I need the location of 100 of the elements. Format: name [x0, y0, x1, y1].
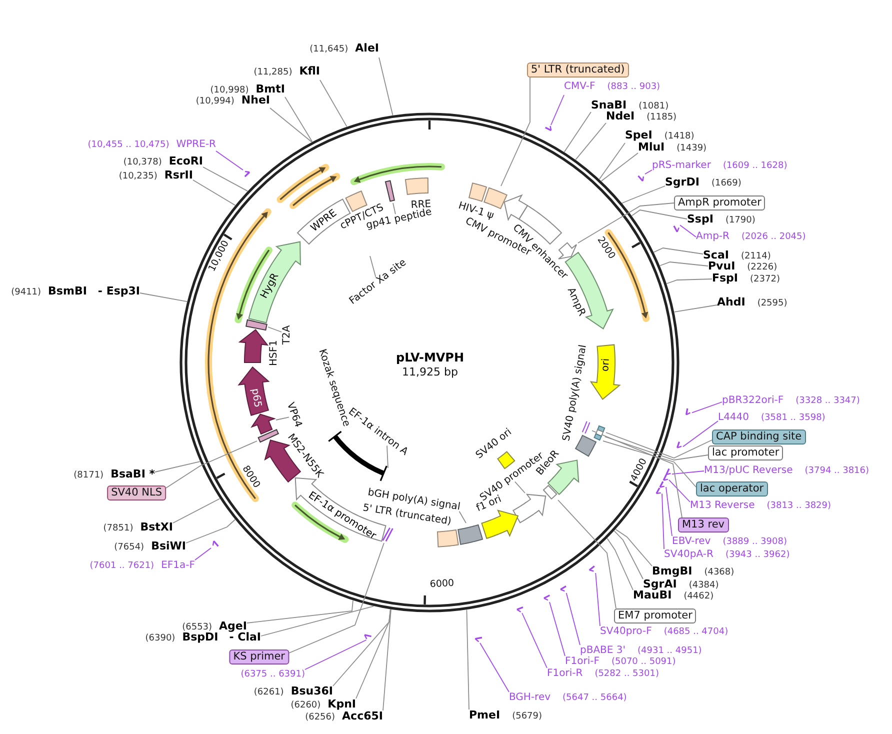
leader-line	[622, 186, 666, 204]
enzyme-name: BsiWI	[151, 540, 186, 552]
primer-range: (3328 .. 3347)	[796, 396, 860, 407]
enzyme-name: SgrAI	[643, 578, 677, 590]
cut-position: (4462)	[684, 592, 714, 602]
cut-position: (4384)	[688, 580, 719, 592]
primer-name: pBABE 3'	[580, 645, 626, 656]
cut-position: (10,998)	[210, 86, 249, 96]
enzyme-name: AgeI	[219, 620, 247, 632]
feature-block	[503, 194, 529, 221]
cut-position: (2595)	[757, 298, 788, 310]
enzyme-name: - ClaI	[229, 632, 261, 642]
enzyme-name: - Esp3I	[98, 286, 140, 296]
cut-position: (2114)	[740, 252, 771, 262]
leader-line	[602, 440, 696, 488]
leader-line	[186, 519, 236, 544]
cut-position: (1439)	[676, 144, 707, 154]
enzyme-name: EcoRI	[168, 156, 203, 166]
cut-position: (7851)	[103, 524, 134, 534]
primer-range: (10,455 .. 10,475)	[88, 140, 170, 151]
enzyme-name: ScaI	[703, 250, 729, 260]
feature-name: VP64	[284, 401, 304, 429]
leader-line	[370, 256, 376, 278]
primer-mark-icon	[543, 125, 553, 133]
cut-position: (9411)	[11, 288, 42, 298]
primer-range: (5070 .. 5091)	[611, 657, 676, 668]
enzyme-name: Bsu36I	[290, 686, 333, 696]
primer-name: M13/pUC Reverse	[704, 465, 793, 476]
tick-label: 4000	[628, 457, 650, 484]
leader-line	[392, 202, 396, 215]
feature-box	[468, 182, 488, 203]
cut-position: (1790)	[725, 216, 756, 226]
feature-tag: KS primer	[229, 650, 289, 664]
enzyme-name: KflI	[299, 66, 320, 76]
leader-line	[653, 248, 704, 254]
leader-line	[666, 278, 712, 284]
primer-name: SV40pro-F	[600, 626, 652, 637]
tick-label: 6000	[429, 578, 454, 590]
leader-line	[682, 420, 718, 448]
leader-line	[386, 445, 388, 468]
leader-line	[680, 224, 696, 238]
feature-name: SV40 poly(A) signal	[561, 344, 589, 442]
primer-range: (5647 .. 5664)	[562, 693, 627, 704]
enzyme-name: PmeI	[469, 710, 500, 720]
primer-mark-icon	[672, 224, 680, 234]
leader-line	[378, 57, 394, 116]
primer-mark-icon	[654, 486, 662, 495]
leader-line	[692, 402, 722, 414]
leader-line	[270, 108, 312, 142]
leader-line	[154, 461, 200, 472]
leader-line	[480, 642, 510, 692]
enzyme-name: FspI	[712, 272, 738, 284]
leader-line	[500, 77, 530, 186]
leader-line	[288, 542, 384, 654]
feature-tag: 5' LTR (truncated)	[527, 62, 629, 78]
leader-line	[140, 292, 188, 302]
leader-line	[660, 262, 708, 266]
leader-line	[458, 510, 466, 524]
feature-name: p65	[249, 388, 264, 408]
leader-line	[320, 80, 348, 128]
plasmid-name: pLV-MVPH	[396, 352, 464, 364]
primer-range: (1609 .. 1628)	[722, 161, 788, 172]
cut-position: (6390)	[145, 634, 176, 644]
cut-position: (1418)	[664, 132, 694, 142]
feature-tag: CAP binding site	[712, 430, 806, 444]
leader-line	[550, 94, 564, 126]
leader-line	[260, 606, 374, 636]
feature-tag: lac operator	[696, 482, 768, 496]
primer-name: F1ori-F	[565, 656, 600, 667]
feature-name: T2A	[282, 325, 292, 345]
feature-bar	[384, 179, 396, 203]
leader-line	[606, 432, 712, 458]
leader-line	[598, 142, 626, 180]
cut-position: (2226)	[747, 262, 778, 274]
leader-line	[284, 96, 313, 142]
leader-line	[614, 530, 644, 580]
primer-name: F1ori-R	[547, 668, 583, 679]
feature-block	[480, 509, 519, 540]
primer-name: CMV-F	[564, 81, 596, 92]
enzyme-name: KpnI	[328, 698, 356, 710]
primer-range: (4685 .. 4704)	[664, 627, 728, 638]
leader-line	[644, 170, 652, 174]
cut-position: (11,645)	[310, 44, 348, 56]
primer-mark-icon	[661, 473, 669, 482]
cut-position: (1081)	[638, 102, 669, 112]
leader-line	[604, 436, 708, 460]
feature-box	[542, 484, 558, 500]
cut-position: (1185)	[646, 112, 677, 124]
feature-box	[457, 523, 484, 546]
feature-block	[237, 366, 270, 417]
enzyme-name: NdeI	[606, 110, 635, 122]
primer-mark-icon	[636, 174, 645, 183]
leader-line	[631, 210, 688, 220]
leader-line	[668, 480, 690, 502]
feature-tag: AmpR promoter	[674, 196, 766, 210]
leader-line	[192, 180, 236, 206]
leader-line	[202, 166, 248, 192]
enzyme-name: SspI	[687, 214, 714, 224]
feature-box	[574, 434, 598, 458]
enzyme-name: BspDI	[182, 632, 218, 642]
